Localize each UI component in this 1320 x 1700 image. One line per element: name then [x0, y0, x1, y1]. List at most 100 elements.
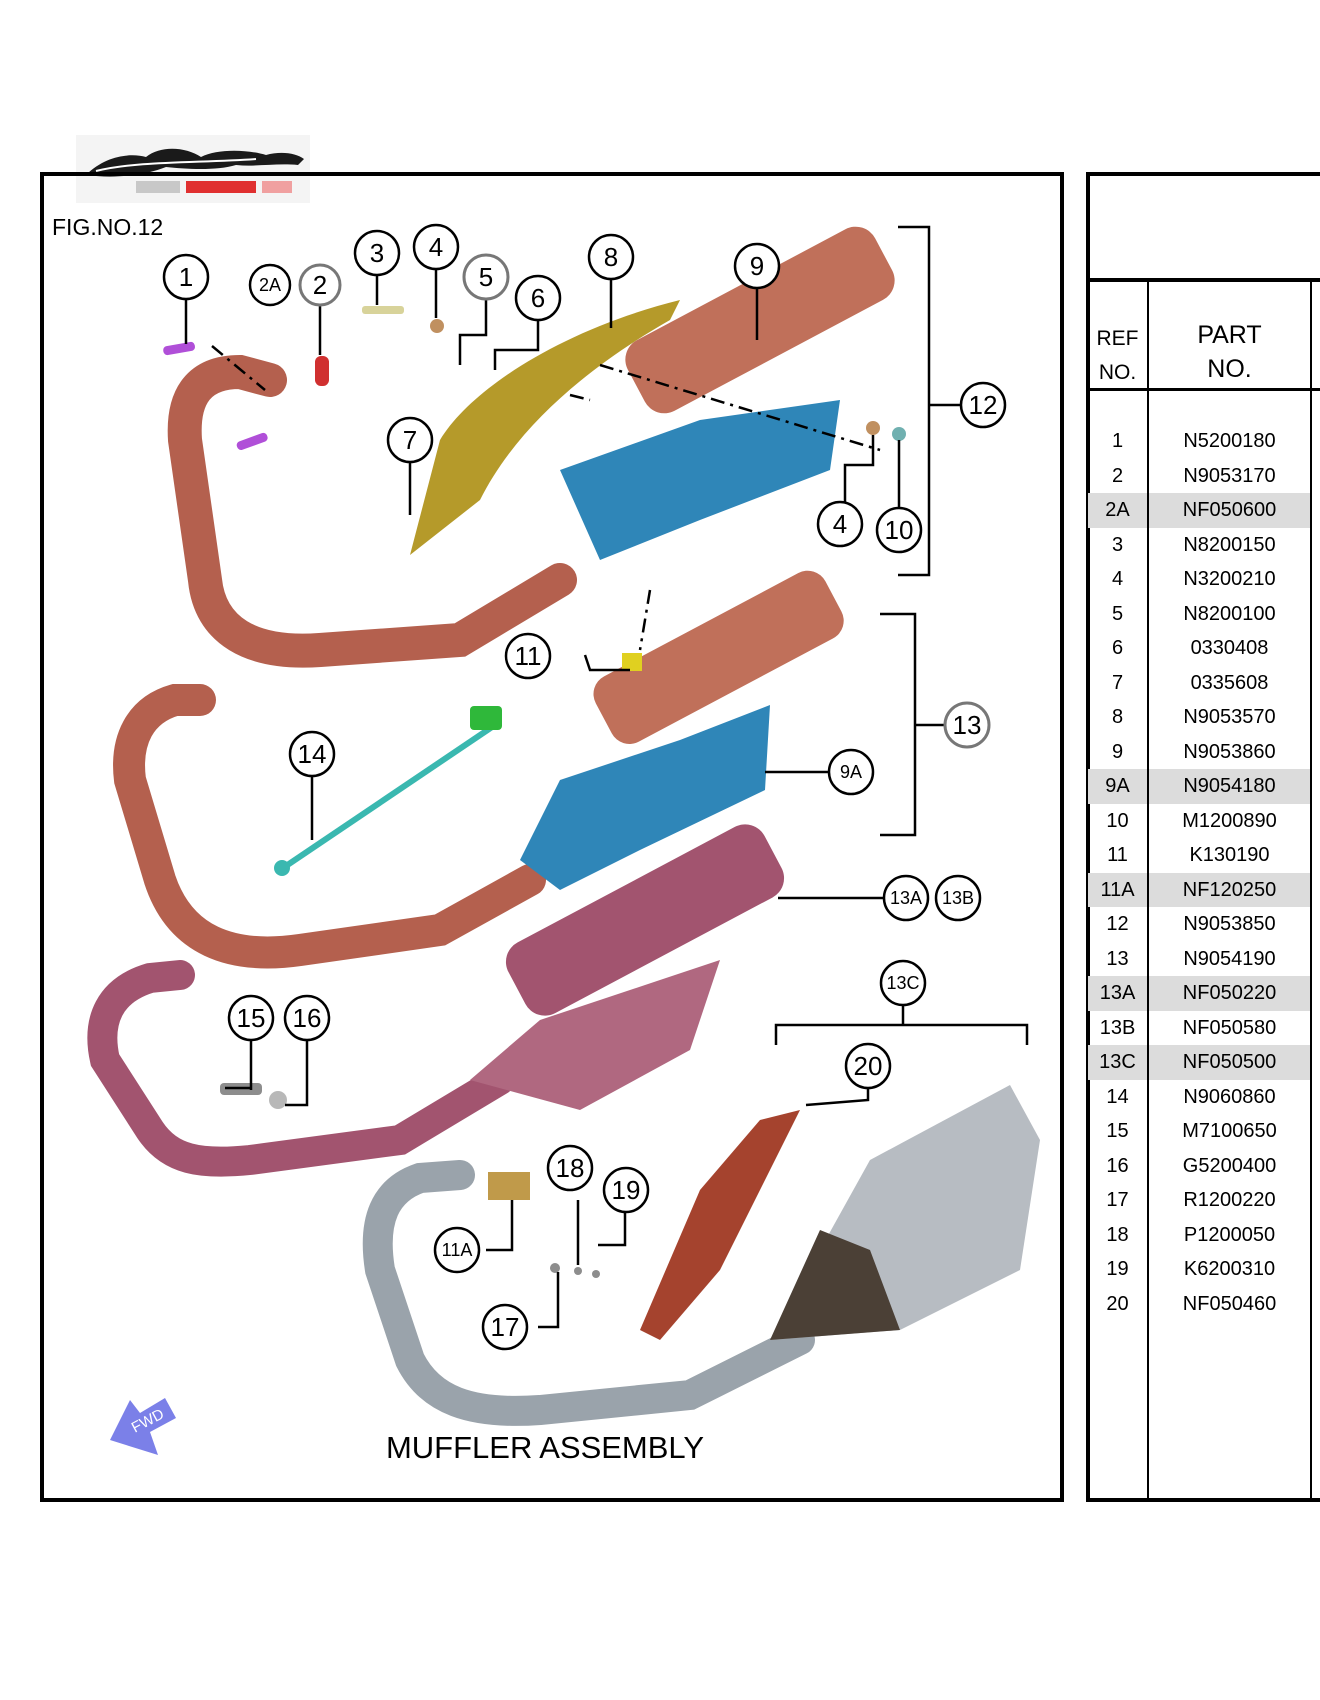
- washer-4: [430, 319, 444, 333]
- part-no-cell: R1200220: [1183, 1189, 1276, 1211]
- table-column-divider: [1147, 280, 1149, 1502]
- washer-16: [269, 1091, 287, 1109]
- washer-4b: [866, 421, 880, 435]
- svg-text:14: 14: [298, 739, 327, 769]
- callout-13C: 13C: [879, 959, 927, 1007]
- ref-no-cell: 11: [1107, 844, 1128, 866]
- callout-6: 6: [514, 274, 562, 322]
- table-row: 13 N9054190: [1088, 942, 1320, 977]
- callout-1: 1: [162, 253, 210, 301]
- svg-text:9: 9: [750, 251, 764, 281]
- ref-no-cell: 9: [1111, 740, 1124, 763]
- ref-no-cell: 7: [1111, 671, 1124, 694]
- ref-no-cell: 5: [1111, 602, 1124, 625]
- ref-no-cell: 13: [1106, 947, 1129, 970]
- callout-20: 20: [844, 1042, 892, 1090]
- callout-10: 10: [875, 506, 923, 554]
- callout-7: 7: [386, 416, 434, 464]
- header-part-line1: PART: [1197, 321, 1262, 349]
- callout-18: 18: [546, 1144, 594, 1192]
- svg-text:9A: 9A: [840, 762, 862, 782]
- bracket-11: [622, 653, 642, 671]
- callout-2A: 2A: [248, 263, 292, 307]
- svg-text:4: 4: [429, 232, 443, 262]
- part-no-cell: N9060860: [1183, 1085, 1276, 1108]
- callout-8: 8: [587, 233, 635, 281]
- callout-19: 19: [602, 1166, 650, 1214]
- ref-no-cell: 6: [1111, 637, 1124, 659]
- table-header-rule: [1086, 388, 1320, 391]
- leader-lines: [184, 225, 1029, 1329]
- header-part-line2: NO.: [1207, 355, 1252, 383]
- callout-17: 17: [481, 1303, 529, 1351]
- sensor-14-tip: [274, 860, 290, 876]
- svg-text:1: 1: [179, 262, 193, 292]
- svg-text:16: 16: [293, 1003, 322, 1033]
- ref-no-cell: 11A: [1088, 872, 1147, 907]
- part-no-cell: N9053850: [1183, 913, 1276, 935]
- part-no-cell: NF050600: [1149, 493, 1310, 528]
- part-no-cell: NF050580: [1182, 1016, 1277, 1039]
- part-no-cell: 0335608: [1190, 671, 1269, 694]
- svg-text:12: 12: [969, 390, 998, 420]
- part-no-cell: N5200180: [1183, 430, 1276, 452]
- part-no-cell: NF050220: [1149, 976, 1310, 1011]
- cover-13A: [470, 960, 720, 1110]
- assembly-13C-exhaust: [362, 1085, 1040, 1426]
- part-no-cell: NF050500: [1149, 1045, 1310, 1080]
- table-column-divider-2: [1310, 280, 1312, 1502]
- ref-no-cell: 2: [1111, 464, 1124, 487]
- header-ref-no: REF NO.: [1088, 322, 1147, 390]
- header-ref-line1: REF: [1096, 327, 1139, 350]
- fasteners: [163, 306, 906, 1278]
- table-top-rule: [1086, 278, 1320, 282]
- callout-13B: 13B: [934, 874, 982, 922]
- heat-shield-20: [640, 1110, 800, 1340]
- ref-no-cell: 10: [1106, 809, 1129, 832]
- ref-no-cell: 16: [1106, 1154, 1129, 1177]
- part-no-cell: M7100650: [1182, 1120, 1277, 1142]
- callouts: 1 2A 2 3 4 5 6 7 8 9 12 4 10 11 13 14 9A…: [162, 223, 1007, 1351]
- callout-13: 13: [943, 701, 991, 749]
- assembly-13-exhaust: [113, 570, 844, 969]
- part-no-cell: K6200310: [1183, 1258, 1276, 1280]
- ref-no-cell: 2A: [1088, 493, 1147, 528]
- ref-no-cell: 15: [1106, 1120, 1129, 1142]
- svg-text:4: 4: [833, 509, 847, 539]
- table-row: 7 0335608: [1088, 666, 1320, 701]
- callout-11A: 11A: [433, 1226, 481, 1274]
- table-row: 15 M7100650: [1088, 1114, 1320, 1149]
- part-no-cell: N9053860: [1183, 740, 1276, 763]
- svg-text:18: 18: [556, 1153, 585, 1183]
- callout-4-right: 4: [816, 500, 864, 548]
- ref-no-cell: 13C: [1088, 1045, 1147, 1080]
- cover-9-blue: [560, 400, 840, 560]
- callout-13A: 13A: [882, 874, 930, 922]
- silencer-13C-end: [770, 1230, 900, 1340]
- nut-19: [592, 1270, 600, 1278]
- part-no-cell: G5200400: [1182, 1154, 1277, 1177]
- svg-text:15: 15: [237, 1003, 266, 1033]
- header-ref-line2: NO.: [1098, 361, 1137, 384]
- ref-no-cell: 13A: [1088, 976, 1147, 1011]
- svg-text:10: 10: [885, 515, 914, 545]
- part-no-cell: N9054190: [1183, 947, 1276, 970]
- alignment-lines: [211, 345, 881, 651]
- part-no-cell: N9053570: [1183, 706, 1276, 728]
- figure-label: FIG.NO.12: [52, 214, 164, 240]
